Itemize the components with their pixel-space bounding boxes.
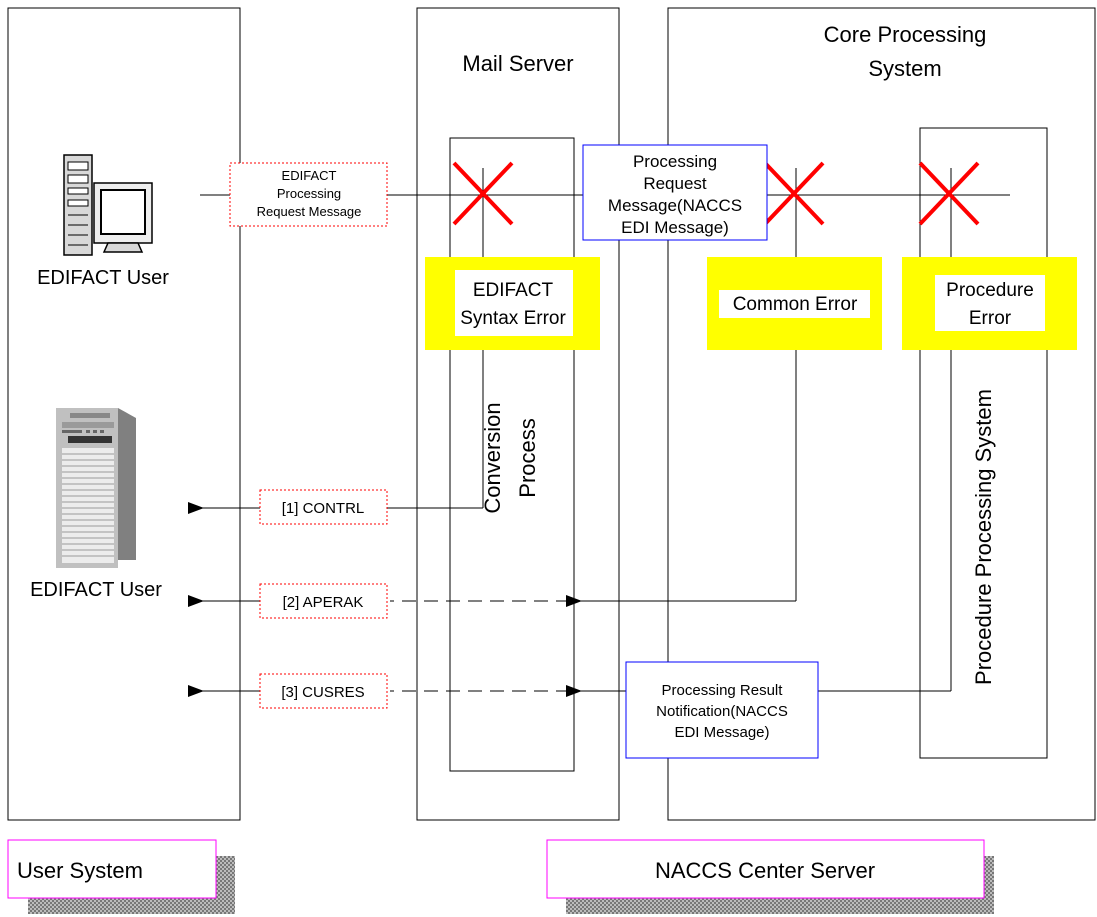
user-system-label: User System bbox=[17, 858, 143, 883]
naccs-request-line3: Message(NACCS bbox=[608, 196, 742, 215]
procedure-cross-icon bbox=[918, 161, 980, 226]
processing-result-box bbox=[625, 661, 819, 759]
naccs-request-line1: Processing bbox=[633, 152, 717, 171]
procedure-processing-box bbox=[919, 127, 1048, 759]
conversion-label: Conversion bbox=[480, 402, 505, 513]
aperak-label: [2] APERAK bbox=[283, 594, 364, 611]
cusres-label: [3] CUSRES bbox=[281, 684, 364, 701]
procedure-processing-system-label: Procedure Processing System bbox=[971, 389, 996, 685]
core-system-title-line2: System bbox=[868, 56, 941, 81]
edifact-syntax-error-line1: EDIFACT bbox=[473, 280, 554, 301]
processing-result-line2: Notification(NACCS bbox=[656, 703, 788, 720]
edifact-request-message-box bbox=[229, 162, 388, 227]
naccs-request-line2: Request bbox=[643, 174, 707, 193]
edifact-user-bottom-label: EDIFACT User bbox=[30, 579, 162, 601]
processing-result-line3: EDI Message) bbox=[674, 724, 769, 741]
common-cross-icon bbox=[763, 161, 825, 226]
process-label: Process bbox=[515, 418, 540, 497]
contrl-box bbox=[259, 489, 388, 525]
aperak-box bbox=[259, 583, 388, 619]
edifact-request-line3: Request Message bbox=[257, 204, 362, 219]
conversion-process-box bbox=[449, 137, 575, 772]
processing-result-line1: Processing Result bbox=[662, 682, 784, 699]
desktop-computer-icon bbox=[63, 154, 153, 256]
edifact-syntax-error-line2: Syntax Error bbox=[460, 308, 566, 329]
cusres-box bbox=[259, 673, 388, 709]
mail-server-cross-icon bbox=[452, 161, 514, 226]
edifact-request-line2: Processing bbox=[277, 186, 341, 201]
procedure-error-line1: Procedure bbox=[946, 280, 1034, 301]
contrl-label: [1] CONTRL bbox=[282, 500, 365, 517]
naccs-center-footer bbox=[546, 839, 985, 899]
naccs-request-message-box bbox=[582, 144, 768, 241]
procedure-error-line2: Error bbox=[969, 308, 1012, 329]
core-system-title-line1: Core Processing bbox=[824, 22, 987, 47]
user-system-footer bbox=[7, 839, 217, 899]
server-tower-icon bbox=[56, 408, 136, 568]
mail-server-title: Mail Server bbox=[462, 51, 573, 76]
naccs-request-line4: EDI Message) bbox=[621, 218, 729, 237]
edifact-user-top-label: EDIFACT User bbox=[37, 267, 169, 289]
edifact-request-line1: EDIFACT bbox=[282, 168, 337, 183]
naccs-center-label: NACCS Center Server bbox=[655, 858, 875, 883]
common-error-label: Common Error bbox=[733, 294, 858, 315]
